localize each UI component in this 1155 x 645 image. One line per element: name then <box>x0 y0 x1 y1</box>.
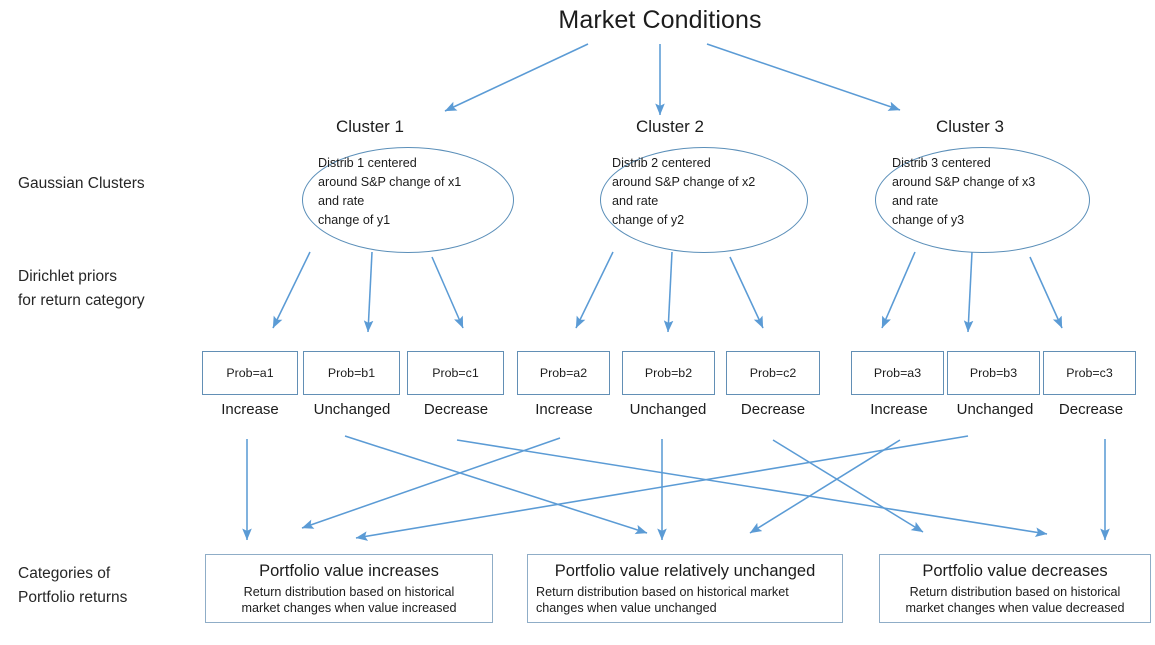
edge-cluster1-c1 <box>431 256 464 329</box>
prob-box-c3[interactable]: Prob=c3 <box>1043 351 1136 395</box>
cluster-2-body: Distrib 2 centered around S&P change of … <box>612 156 756 228</box>
prob-box-a1[interactable]: Prob=a1 <box>202 351 298 395</box>
edge-cluster3-c3 <box>1029 256 1063 329</box>
category-label-decrease-2: Decrease <box>740 401 806 418</box>
outcome-subtitle-increases: Return distribution based on historical … <box>241 584 457 616</box>
category-label-unchanged-1: Unchanged <box>313 401 391 418</box>
outcome-box-portfolio-unchanged[interactable]: Portfolio value relatively unchanged Ret… <box>527 554 843 623</box>
row-label-gaussian-clusters: Gaussian Clusters <box>18 175 145 192</box>
prob-box-b2[interactable]: Prob=b2 <box>622 351 715 395</box>
outcome-title-unchanged: Portfolio value relatively unchanged <box>554 562 816 580</box>
row-label-categories-portfolio-returns: Categories of Portfolio returns <box>18 565 128 607</box>
edge-cluster3-b3 <box>963 251 974 333</box>
edge-cluster3-a3 <box>881 251 916 329</box>
row-label-dirichlet-priors: Dirichlet priors for return category <box>18 268 145 310</box>
edge-root-cluster-3 <box>706 43 901 111</box>
cluster-3-body: Distrib 3 centered around S&P change of … <box>892 156 1036 228</box>
edge-cluster2-b2 <box>663 251 674 333</box>
category-label-decrease-1: Decrease <box>423 401 489 418</box>
cluster-2-ellipse[interactable] <box>600 147 808 253</box>
category-label-unchanged-2: Unchanged <box>629 401 707 418</box>
edge-a2-increases <box>301 437 561 529</box>
category-label-decrease-3: Decrease <box>1058 401 1124 418</box>
category-label-increase-2: Increase <box>535 401 593 418</box>
edge-b3-unchanged <box>749 439 901 534</box>
outcome-title-decreases: Portfolio value decreases <box>922 562 1108 580</box>
outcome-subtitle-decreases: Return distribution based on historical … <box>905 584 1125 616</box>
category-label-increase-3: Increase <box>870 401 928 418</box>
outcome-title-increases: Portfolio value increases <box>259 562 439 580</box>
edge-root-cluster-1 <box>444 43 589 112</box>
cluster-1-title: Cluster 1 <box>335 117 405 136</box>
edge-cluster2-c2 <box>729 256 764 329</box>
edge-b1-unchanged <box>344 435 648 535</box>
prob-box-b3[interactable]: Prob=b3 <box>947 351 1040 395</box>
edge-cluster1-b1 <box>363 251 374 333</box>
cluster-3-ellipse[interactable] <box>875 147 1090 253</box>
prob-box-c1[interactable]: Prob=c1 <box>407 351 504 395</box>
edge-c1-decreases <box>456 439 1048 537</box>
prob-box-c2[interactable]: Prob=c2 <box>726 351 820 395</box>
prob-box-a2[interactable]: Prob=a2 <box>517 351 610 395</box>
cluster-3-title: Cluster 3 <box>935 117 1005 136</box>
outcome-subtitle-unchanged: Return distribution based on historical … <box>536 584 789 616</box>
page-title: Market Conditions <box>558 6 762 34</box>
prob-box-b1[interactable]: Prob=b1 <box>303 351 400 395</box>
cluster-2-title: Cluster 2 <box>635 117 705 136</box>
category-label-increase-1: Increase <box>221 401 279 418</box>
outcome-box-portfolio-decreases[interactable]: Portfolio value decreases Return distrib… <box>879 554 1151 623</box>
cluster-1-body: Distrib 1 centered around S&P change of … <box>318 156 462 228</box>
edge-a3-increases <box>355 435 969 541</box>
edge-cluster2-a2 <box>575 251 614 329</box>
category-label-unchanged-3: Unchanged <box>956 401 1034 418</box>
edge-c2-decreases <box>772 439 924 533</box>
prob-box-a3[interactable]: Prob=a3 <box>851 351 944 395</box>
cluster-1-ellipse[interactable] <box>302 147 514 253</box>
edge-cluster1-a1 <box>272 251 311 329</box>
outcome-box-portfolio-increases[interactable]: Portfolio value increases Return distrib… <box>205 554 493 623</box>
